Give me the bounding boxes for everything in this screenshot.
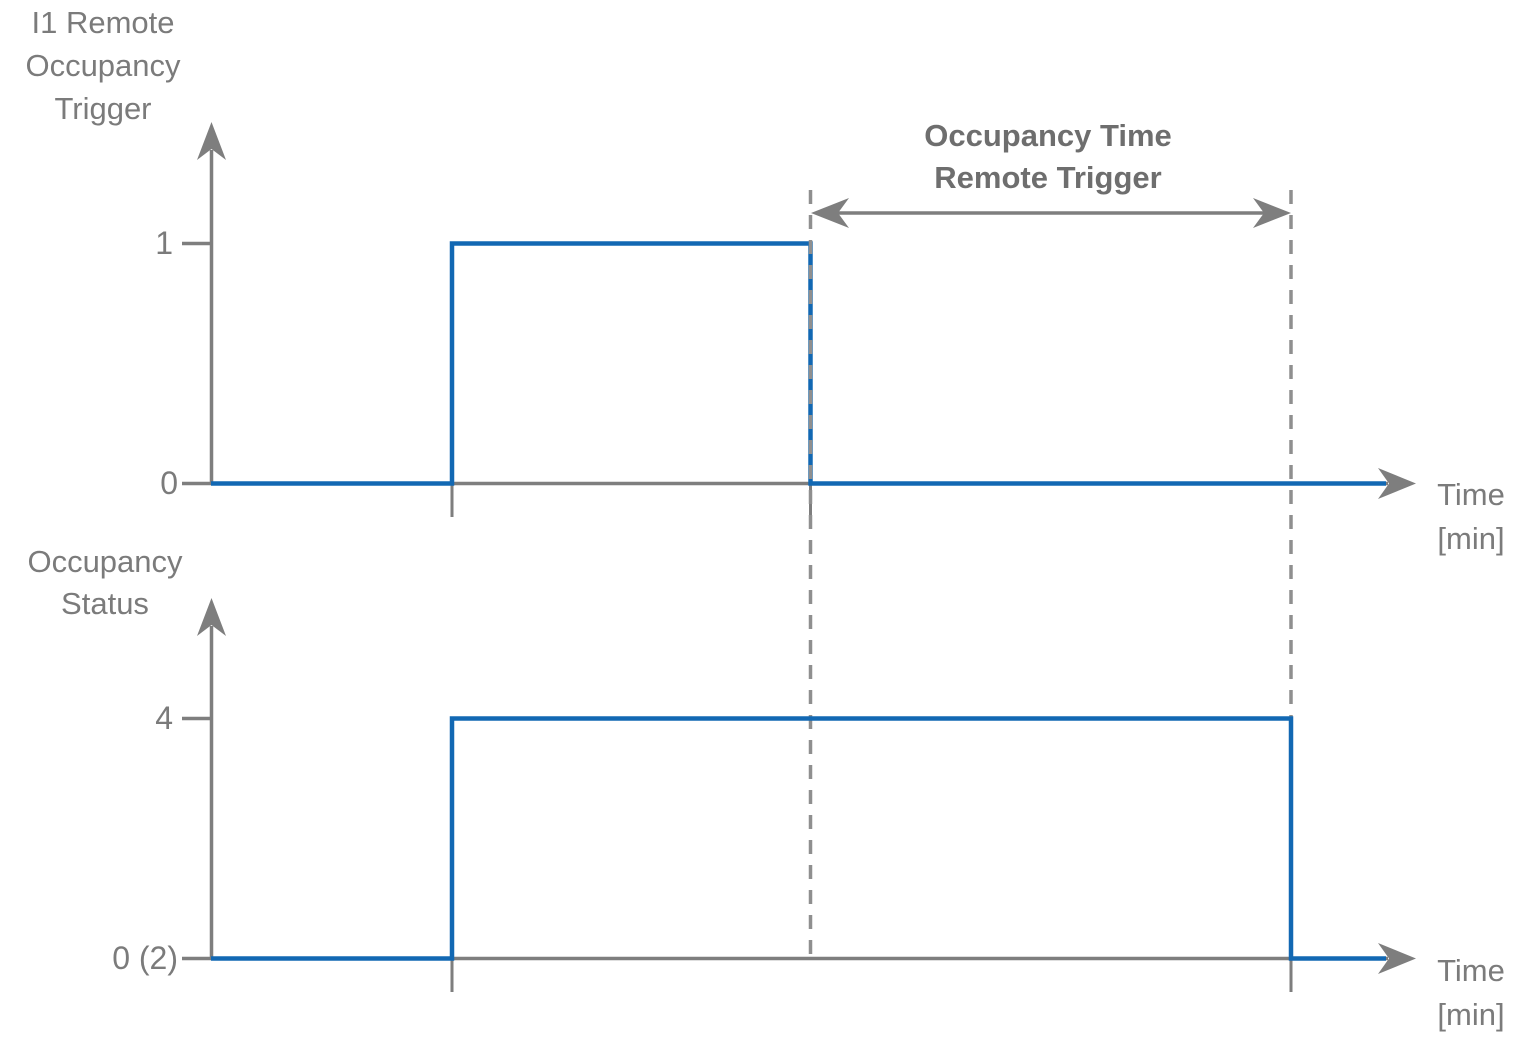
top-tick-1-label: 1 xyxy=(155,225,173,261)
top-xlabel-line2: [min] xyxy=(1437,521,1504,556)
top-chart-ylabel-line3: Trigger xyxy=(54,91,151,126)
annotation-line2: Remote Trigger xyxy=(934,160,1161,195)
bottom-y-axis-arrowhead-icon xyxy=(197,598,226,636)
bottom-tick-0-label: 0 (2) xyxy=(112,940,178,976)
bottom-tick-4-label: 4 xyxy=(155,700,173,736)
top-x-axis-arrowhead-icon xyxy=(1378,468,1416,499)
bottom-xlabel-line2: [min] xyxy=(1437,997,1504,1032)
bottom-chart-ylabel-line1: Occupancy xyxy=(27,544,183,579)
top-chart-ylabel-line2: Occupancy xyxy=(25,48,181,83)
top-signal-trace xyxy=(211,241,1386,486)
bottom-xlabel-line1: Time xyxy=(1437,953,1505,988)
top-tick-0-label: 0 xyxy=(160,465,178,501)
occupancy-time-annotation: Occupancy Time Remote Trigger xyxy=(811,118,1291,228)
bottom-x-axis-arrowhead-icon xyxy=(1378,943,1416,974)
span-arrow-left-arrowhead-icon xyxy=(811,198,849,228)
top-chart: I1 Remote Occupancy Trigger 1 0 Time [mi… xyxy=(25,5,1504,556)
top-y-axis-arrowhead-icon xyxy=(197,122,226,160)
top-chart-ylabel-line1: I1 Remote xyxy=(31,5,174,40)
span-arrow-right-arrowhead-icon xyxy=(1253,198,1291,228)
annotation-line1: Occupancy Time xyxy=(924,118,1172,153)
bottom-signal-trace xyxy=(211,716,1386,961)
bottom-chart-ylabel-line2: Status xyxy=(61,586,149,621)
top-xlabel-line1: Time xyxy=(1437,477,1505,512)
bottom-chart: Occupancy Status 4 0 (2) Time [min] xyxy=(27,544,1504,1032)
